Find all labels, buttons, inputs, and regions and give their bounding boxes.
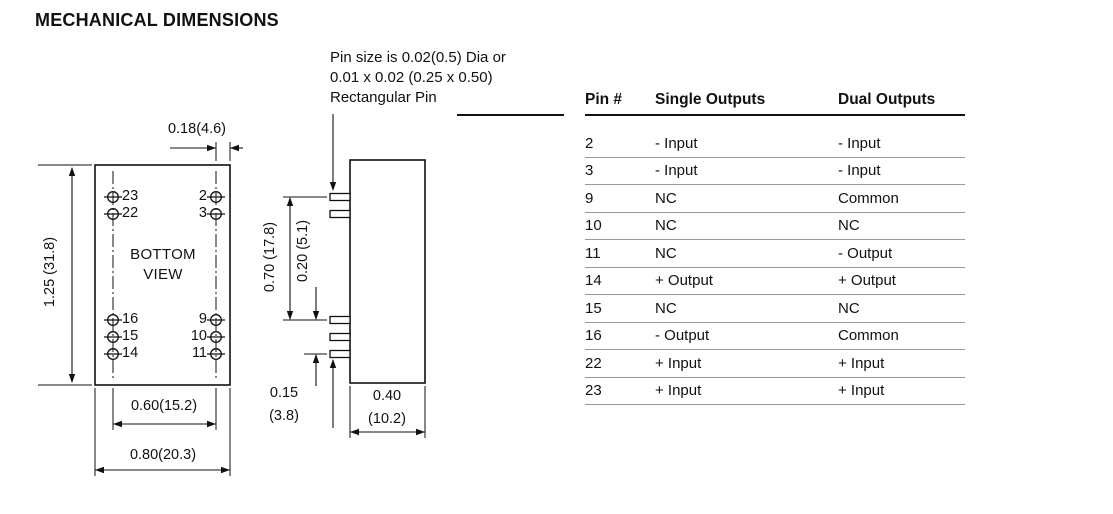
arrowheads <box>68 144 425 474</box>
dimension-lines <box>71 114 425 471</box>
cell-pin: 10 <box>585 217 602 235</box>
cell-pin: 2 <box>585 134 594 152</box>
cell-single: - Input <box>655 162 698 180</box>
cell-pin: 22 <box>585 354 602 372</box>
mechanical-drawing <box>38 114 426 476</box>
dim-row-spacing: 0.20 (5.1) <box>295 219 311 283</box>
side-view-pins <box>329 192 351 359</box>
cell-pin: 15 <box>585 299 602 317</box>
pin-label: 10 <box>190 328 207 344</box>
column-header-pin: Pin # <box>585 91 623 108</box>
pin-size-note: Pin size is 0.02(0.5) Dia or 0.01 x 0.02… <box>330 49 506 106</box>
dim-depth-in: 0.40 <box>372 388 402 404</box>
cell-pin: 11 <box>585 244 601 262</box>
table-row: 22 + Input + Input <box>585 350 965 378</box>
pin-label: 22 <box>122 205 139 221</box>
cell-single: + Output <box>655 272 713 290</box>
cell-single: NC <box>655 299 677 317</box>
cell-dual: + Input <box>838 354 885 372</box>
dim-pin-col-span: 0.60(15.2) <box>130 398 198 414</box>
dim-body-height: 1.25 (31.8) <box>42 236 58 308</box>
cell-single: + Input <box>655 354 702 372</box>
cell-dual: Common <box>838 189 899 207</box>
table-row: 14 + Output + Output <box>585 268 965 295</box>
dim-depth-mm: (10.2) <box>368 411 406 427</box>
table-row: 3 - Input - Input <box>585 158 965 185</box>
package-outlines <box>94 159 426 386</box>
cell-dual: + Input <box>838 382 885 400</box>
cell-single: NC <box>655 244 677 262</box>
pin-label: 14 <box>122 345 139 361</box>
pin-symbols <box>104 191 225 360</box>
pin-label: 9 <box>198 311 207 327</box>
bottom-view-label: BOTTOM VIEW <box>130 246 196 283</box>
table-row: 10 NC NC <box>585 213 965 240</box>
cell-dual: + Output <box>838 272 896 290</box>
cell-single: NC <box>655 189 677 207</box>
cell-dual: - Output <box>838 244 893 262</box>
pin-label: 23 <box>122 188 139 204</box>
cell-dual: NC <box>838 217 860 235</box>
cell-pin: 9 <box>585 189 594 207</box>
cell-dual: - Input <box>838 162 881 180</box>
cell-dual: - Input <box>838 134 881 152</box>
pin-table-header: Pin # Single Outputs Dual Outputs <box>585 91 965 116</box>
dim-standoff-mm: (3.8) <box>269 408 299 424</box>
bottom-view-outline <box>94 164 231 386</box>
dim-pin-span: 0.70 (17.8) <box>262 221 278 293</box>
pin-label: 11 <box>191 345 207 361</box>
table-row: 11 NC - Output <box>585 240 965 268</box>
cell-pin: 23 <box>585 382 602 400</box>
cell-pin: 14 <box>585 272 602 290</box>
column-header-single: Single Outputs <box>655 91 766 108</box>
dim-body-width: 0.80(20.3) <box>129 447 197 463</box>
table-row: 16 - Output Common <box>585 323 965 350</box>
table-row: 15 NC NC <box>585 295 965 323</box>
cell-dual: NC <box>838 299 860 317</box>
cell-single: - Input <box>655 134 698 152</box>
pin-label: 15 <box>122 328 139 344</box>
pin-label: 3 <box>198 205 207 221</box>
dim-top-offset: 0.18(4.6) <box>167 121 227 137</box>
page-title: MECHANICAL DIMENSIONS <box>35 10 279 30</box>
cell-dual: Common <box>838 327 899 345</box>
cell-pin: 16 <box>585 327 602 345</box>
dim-standoff-in: 0.15 <box>269 385 299 401</box>
pin-table: 2 - Input - Input 3 - Input - Input 9 NC… <box>585 130 965 405</box>
cell-pin: 3 <box>585 162 594 180</box>
side-view-outline <box>349 159 426 384</box>
header-rule-extension <box>457 114 564 116</box>
pin-label: 16 <box>122 311 139 327</box>
table-row: 23 + Input + Input <box>585 378 965 405</box>
cell-single: NC <box>655 217 677 235</box>
centerlines <box>112 171 217 379</box>
column-header-dual: Dual Outputs <box>838 91 936 108</box>
extension-lines <box>38 142 426 476</box>
table-row: 9 NC Common <box>585 185 965 213</box>
table-row: 2 - Input - Input <box>585 130 965 158</box>
pin-label: 2 <box>198 188 207 204</box>
cell-single: - Output <box>655 327 710 345</box>
cell-single: + Input <box>655 382 702 400</box>
